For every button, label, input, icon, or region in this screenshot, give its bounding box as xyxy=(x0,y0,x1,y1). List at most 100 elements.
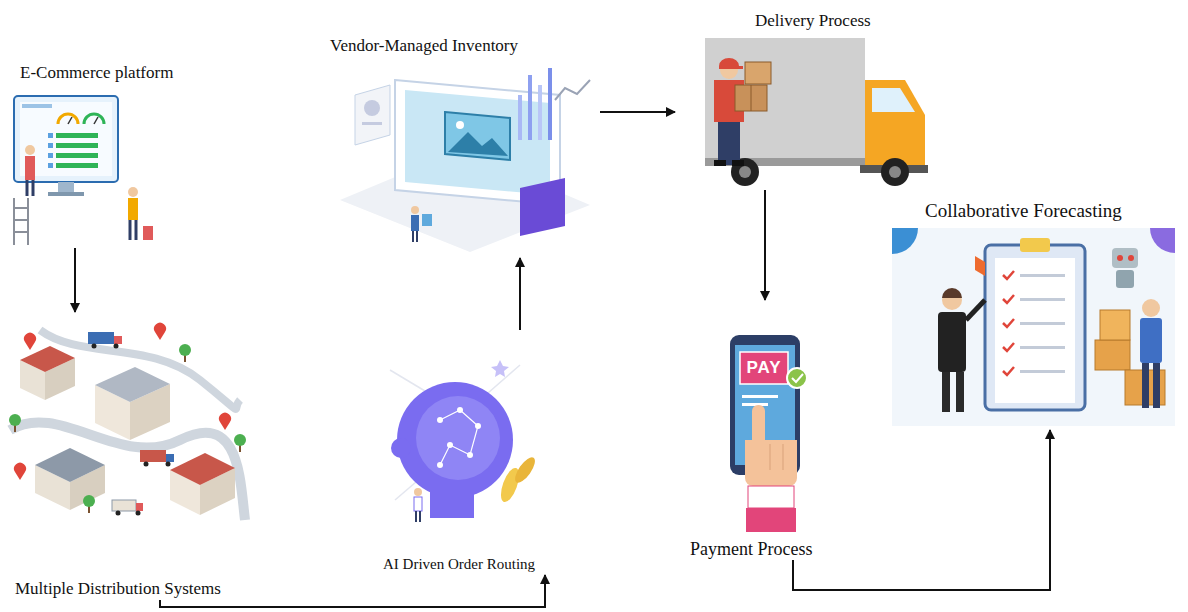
flow-arrow xyxy=(764,190,766,300)
distribution-illustration xyxy=(92,344,97,349)
ecommerce-illustration xyxy=(94,117,98,124)
distribution-illustration xyxy=(114,344,119,349)
node-label: Vendor-Managed Inventory xyxy=(330,35,518,57)
delivery-illustration xyxy=(714,160,726,166)
distribution-illustration xyxy=(114,336,122,344)
ai-illustration xyxy=(390,360,539,522)
inventory-illustration xyxy=(412,231,414,242)
distribution-illustration xyxy=(170,453,235,485)
ecommerce-illustration xyxy=(14,219,28,221)
ecommerce-illustration xyxy=(56,133,98,138)
forecasting-illustration xyxy=(1142,363,1149,408)
process-node: Payment Process xyxy=(685,300,860,560)
ecommerce-illustration xyxy=(48,163,53,168)
forecasting-illustration xyxy=(1003,271,1014,279)
delivery-illustration xyxy=(865,80,925,170)
ecommerce-illustration xyxy=(58,114,78,124)
payment-illustration xyxy=(746,508,796,532)
inventory-illustration xyxy=(528,75,532,140)
forecasting-illustration xyxy=(892,228,918,254)
delivery-illustration xyxy=(889,166,901,178)
forecasting-illustration xyxy=(1128,255,1134,261)
ecommerce-illustration xyxy=(25,145,35,155)
screen-label: PAY xyxy=(740,352,788,384)
ecommerce-illustration xyxy=(14,207,28,209)
delivery-illustration xyxy=(872,88,915,112)
inventory-illustration xyxy=(548,68,552,140)
forecasting-illustration xyxy=(1020,274,1065,277)
ecommerce-illustration xyxy=(135,220,138,240)
flow-arrow xyxy=(600,111,675,113)
ecommerce-illustration xyxy=(26,180,29,196)
delivery-illustration xyxy=(735,85,767,111)
inventory-illustration xyxy=(456,121,464,129)
payment-illustration xyxy=(792,374,803,382)
payment-illustration xyxy=(770,444,771,470)
process-node: Vendor-Managed Inventory xyxy=(325,35,600,258)
payment-illustration xyxy=(740,352,788,384)
inventory-illustration xyxy=(555,80,590,100)
delivery-illustration xyxy=(745,62,771,84)
delivery-illustration xyxy=(881,158,909,186)
delivery-illustration xyxy=(719,58,743,69)
node-label: Multiple Distribution Systems xyxy=(15,578,221,600)
distribution-illustration xyxy=(219,413,231,430)
inventory-illustration xyxy=(411,206,419,214)
ai-illustration xyxy=(414,488,422,496)
node-label: E-Commerce platform xyxy=(20,62,173,84)
distribution-illustration xyxy=(24,333,36,350)
ai-illustration xyxy=(415,511,417,522)
delivery-illustration xyxy=(739,166,751,178)
flow-arrow xyxy=(74,248,76,312)
ai-illustration xyxy=(391,438,411,458)
ai-illustration xyxy=(440,410,478,465)
payment-illustration xyxy=(787,368,807,388)
distribution-illustration xyxy=(9,414,21,426)
forecasting-illustration xyxy=(942,372,950,412)
distribution-illustration xyxy=(88,332,114,344)
distribution-illustration xyxy=(154,323,166,340)
ai-illustration xyxy=(511,454,538,485)
payment-illustration xyxy=(745,440,797,486)
payment-illustration xyxy=(783,444,784,470)
ecommerce-illustration xyxy=(14,231,28,233)
forecasting-illustration xyxy=(1100,310,1130,340)
ecommerce-illustration xyxy=(27,198,29,245)
delivery-illustration xyxy=(731,158,759,186)
process-node: AI Driven Order Routing xyxy=(375,330,550,575)
process-node: E-Commerce platform xyxy=(10,62,180,248)
distribution-illustration xyxy=(35,448,105,482)
distribution-illustration xyxy=(166,454,174,462)
ai-illustration xyxy=(491,360,509,377)
distribution-illustration xyxy=(166,462,171,467)
ecommerce-illustration xyxy=(56,153,98,158)
ecommerce-illustration xyxy=(22,104,52,108)
ai-illustration xyxy=(419,511,421,522)
forecasting-illustration xyxy=(1003,295,1014,303)
distribution-illustration xyxy=(83,495,95,507)
ecommerce-illustration xyxy=(129,220,132,240)
ecommerce-illustration xyxy=(14,96,118,182)
node-label: AI Driven Order Routing xyxy=(383,553,535,575)
distribution-illustration xyxy=(179,344,191,356)
distribution-illustration xyxy=(144,462,149,467)
ecommerce-illustration xyxy=(58,182,74,192)
ai-illustration xyxy=(430,488,474,518)
forecasting-illustration xyxy=(1095,340,1130,370)
forecasting-illustration xyxy=(985,245,1085,410)
forecasting-illustration xyxy=(995,258,1075,403)
ecommerce-illustration xyxy=(25,156,35,180)
forecasting-illustration xyxy=(1116,270,1134,288)
forecasting-illustration xyxy=(1142,299,1160,317)
distribution-illustration xyxy=(140,450,166,462)
process-node: Multiple Distribution Systems xyxy=(5,312,255,600)
ecommerce-illustration xyxy=(68,117,72,124)
forecasting-illustration xyxy=(1003,367,1014,375)
ecommerce-illustration xyxy=(13,198,15,245)
forecasting-illustration xyxy=(966,300,985,320)
forecasting-illustration xyxy=(975,256,985,276)
inventory-illustration xyxy=(520,178,565,236)
ecommerce-illustration xyxy=(32,180,35,196)
inventory-illustration xyxy=(518,95,522,140)
